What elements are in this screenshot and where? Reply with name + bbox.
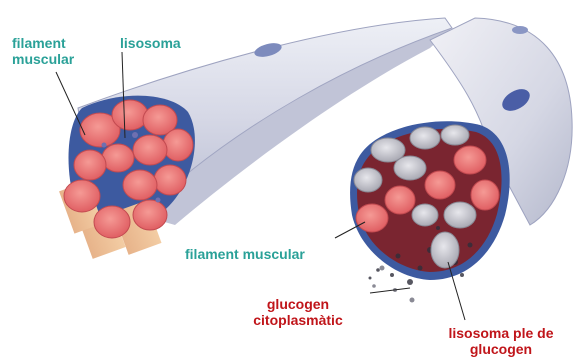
leader-glucogen-citoplasmatic bbox=[370, 288, 410, 293]
right-fiber-nucleus-2 bbox=[512, 26, 528, 34]
label-lisosoma-ple-de-glucogen: lisosoma ple de glucogen bbox=[430, 325, 572, 357]
label-glucogen-citoplasmatic: glucogen citoplasmàtic bbox=[233, 296, 363, 328]
label-filament-muscular-top: filament muscular bbox=[12, 35, 74, 67]
leader-filament-muscular-top bbox=[56, 72, 85, 135]
label-filament-muscular-bottom: filament muscular bbox=[185, 246, 305, 262]
label-lisosoma: lisosoma bbox=[120, 35, 181, 51]
